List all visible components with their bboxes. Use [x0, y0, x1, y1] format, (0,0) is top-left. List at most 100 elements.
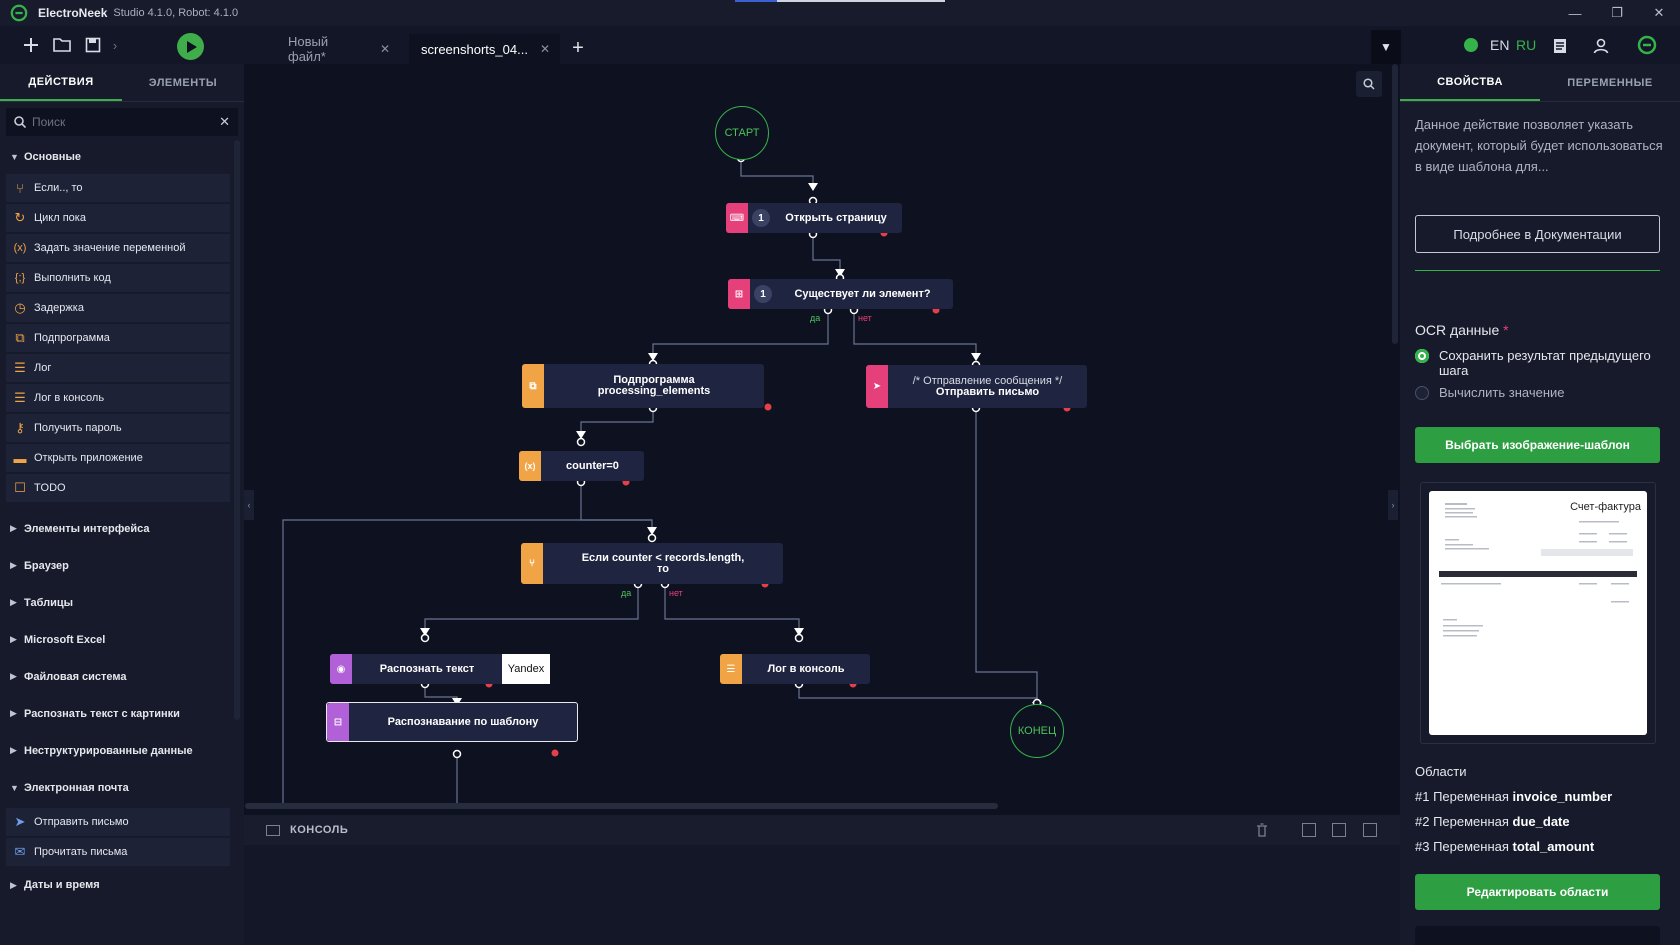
action-send-mail[interactable]: ➤Отправить письмо — [6, 808, 230, 836]
tab-properties[interactable]: СВОЙСТВА — [1400, 64, 1540, 101]
action-delay[interactable]: ◷Задержка — [6, 294, 230, 322]
category-unstructured[interactable]: ▶Неструктурированные данные — [10, 744, 193, 757]
notifications-icon[interactable] — [1549, 35, 1571, 57]
dock-split-icon[interactable] — [1332, 823, 1346, 837]
action-set-variable[interactable]: (x)Задать значение переменной — [6, 234, 230, 262]
user-icon[interactable] — [1590, 35, 1612, 57]
close-tab-icon[interactable]: ✕ — [379, 42, 390, 56]
end-node[interactable]: КОНЕЦ — [1010, 704, 1064, 758]
template-thumbnail[interactable]: Счет-фактура — [1420, 482, 1656, 744]
action-open-app[interactable]: ▬Открыть приложение — [6, 444, 230, 472]
node-subprogram[interactable]: ⧉ Подпрограмма processing_elements — [522, 364, 764, 408]
collapse-right-panel-icon[interactable]: › — [1388, 490, 1398, 520]
new-file-icon[interactable] — [20, 34, 42, 56]
category-dates[interactable]: ▶Даты и время — [10, 879, 100, 891]
send-icon: ➤ — [866, 365, 888, 408]
clear-search-icon[interactable]: ✕ — [219, 114, 230, 129]
add-tab-button[interactable]: + — [572, 36, 584, 59]
tab-screenshots[interactable]: screenshorts_04... ✕ — [409, 34, 560, 64]
node-counter[interactable]: (x) counter=0 — [519, 451, 644, 481]
required-mark: * — [1503, 322, 1509, 338]
node-label: counter=0 — [566, 459, 619, 472]
documentation-button[interactable]: Подробнее в Документации — [1415, 215, 1660, 253]
category-ocr[interactable]: ▶Распознать текст с картинки — [10, 707, 180, 720]
collapse-left-panel-icon[interactable]: ‹ — [244, 490, 254, 520]
start-node[interactable]: СТАРТ — [715, 106, 769, 160]
radio-unchecked-icon — [1415, 386, 1429, 400]
log-icon: ☰ — [14, 360, 26, 375]
action-while-loop[interactable]: ↻Цикл пока — [6, 204, 230, 232]
log-icon: ☰ — [720, 654, 742, 684]
robot-status-icon — [1464, 38, 1478, 52]
search-input[interactable] — [32, 115, 220, 129]
lang-ru-button[interactable]: RU — [1516, 37, 1537, 53]
minimize-button[interactable]: — — [1568, 5, 1582, 21]
node-if-counter[interactable]: ⑂ Если counter < records.length, то — [521, 543, 783, 584]
todo-icon: ☐ — [14, 480, 26, 495]
category-main[interactable]: ▼Основные — [10, 151, 81, 163]
radio-calculate-value[interactable]: Вычислить значение — [1415, 385, 1670, 400]
action-todo[interactable]: ☐TODO — [6, 474, 230, 502]
template-icon: ⊟ — [327, 703, 349, 741]
action-run-code[interactable]: {;}Выполнить код — [6, 264, 230, 292]
category-excel[interactable]: ▶Microsoft Excel — [10, 633, 106, 646]
maximize-console-icon[interactable] — [1363, 823, 1377, 837]
canvas-search-icon[interactable] — [1356, 71, 1382, 97]
tab-label: Новый файл* — [288, 34, 329, 64]
node-label-line1: Если counter < records.length, — [581, 551, 745, 564]
electroneek-hub-icon[interactable] — [1636, 34, 1658, 56]
node-badge: 1 — [754, 285, 772, 303]
canvas-horizontal-scrollbar[interactable] — [245, 803, 998, 809]
area-item-1: #1 Переменная invoice_number — [1415, 789, 1613, 804]
node-open-page[interactable]: ⌨ 1 Открыть страницу — [726, 203, 902, 233]
lang-en-button[interactable]: EN — [1490, 37, 1510, 53]
action-subprogram[interactable]: ⧉Подпрограмма — [6, 324, 230, 352]
action-if[interactable]: ⑂Если.., то — [6, 174, 230, 202]
close-window-button[interactable]: ✕ — [1653, 5, 1665, 20]
actions-scrollbar[interactable] — [234, 140, 240, 720]
restore-button[interactable]: ❐ — [1611, 5, 1623, 20]
node-label: Распознать текст — [379, 662, 475, 675]
canvas-vertical-scrollbar[interactable] — [1392, 64, 1398, 344]
edit-areas-button[interactable]: Редактировать области — [1415, 874, 1660, 910]
chevron-right-icon[interactable]: › — [112, 37, 118, 53]
category-tables[interactable]: ▶Таблицы — [10, 596, 73, 609]
node-element-exists[interactable]: ⊞ 1 Существует ли элемент? — [728, 279, 953, 309]
branch-icon: ⑂ — [16, 180, 24, 196]
category-browser[interactable]: ▶Браузер — [10, 559, 69, 572]
action-read-mail[interactable]: ✉Прочитать письма — [6, 838, 230, 866]
run-button[interactable] — [177, 33, 204, 60]
category-email[interactable]: ▼Электронная почта — [10, 781, 129, 794]
node-log-console[interactable]: ☰ Лог в консоль — [720, 654, 870, 684]
code-icon: {;} — [14, 272, 26, 284]
send-icon: ➤ — [14, 814, 26, 829]
action-log[interactable]: ☰Лог — [6, 354, 230, 382]
category-filesystem[interactable]: ▶Файловая система — [10, 670, 127, 683]
close-tab-icon[interactable]: ✕ — [539, 42, 551, 56]
variable-icon: (x) — [13, 242, 27, 254]
dock-bottom-icon[interactable] — [1302, 823, 1316, 837]
workflow-canvas[interactable]: СТАРТ КОНЕЦ ⌨ 1 Открыть страницу ⊞ 1 Сущ… — [244, 64, 1400, 809]
node-recognize-template-selected[interactable]: ⊟ Распознавание по шаблону — [326, 702, 578, 742]
save-icon[interactable] — [82, 34, 104, 56]
eye-icon: ◉ — [330, 654, 352, 684]
category-ui-elements[interactable]: ▶Элементы интерфейса — [10, 522, 150, 535]
tab-new-file[interactable]: Новый файл* ✕ — [276, 34, 402, 64]
console-icon — [266, 824, 280, 836]
clear-console-icon[interactable] — [1256, 823, 1270, 837]
tab-variables[interactable]: ПЕРЕМЕННЫЕ — [1567, 76, 1653, 89]
tab-elements[interactable]: ЭЛЕМЕНТЫ — [148, 76, 218, 89]
tabs-dropdown-button[interactable]: ▼ — [1371, 30, 1401, 64]
node-badge: 1 — [752, 209, 770, 227]
choose-template-image-button[interactable]: Выбрать изображение-шаблон — [1415, 427, 1660, 463]
open-folder-icon[interactable] — [51, 34, 73, 56]
action-log-console[interactable]: ☰Лог в консоль — [6, 384, 230, 412]
node-send-mail[interactable]: ➤ /* Отправление сообщения */ Отправить … — [866, 365, 1087, 408]
branch-yes-label: да — [621, 588, 632, 598]
radio-save-previous[interactable]: Сохранить результат предыдущего шага — [1415, 348, 1670, 378]
branch-icon: ⑂ — [521, 543, 543, 584]
search-box: ✕ — [6, 108, 238, 136]
action-get-password[interactable]: ⚷Получить пароль — [6, 414, 230, 442]
tab-actions[interactable]: ДЕЙСТВИЯ — [0, 64, 122, 101]
